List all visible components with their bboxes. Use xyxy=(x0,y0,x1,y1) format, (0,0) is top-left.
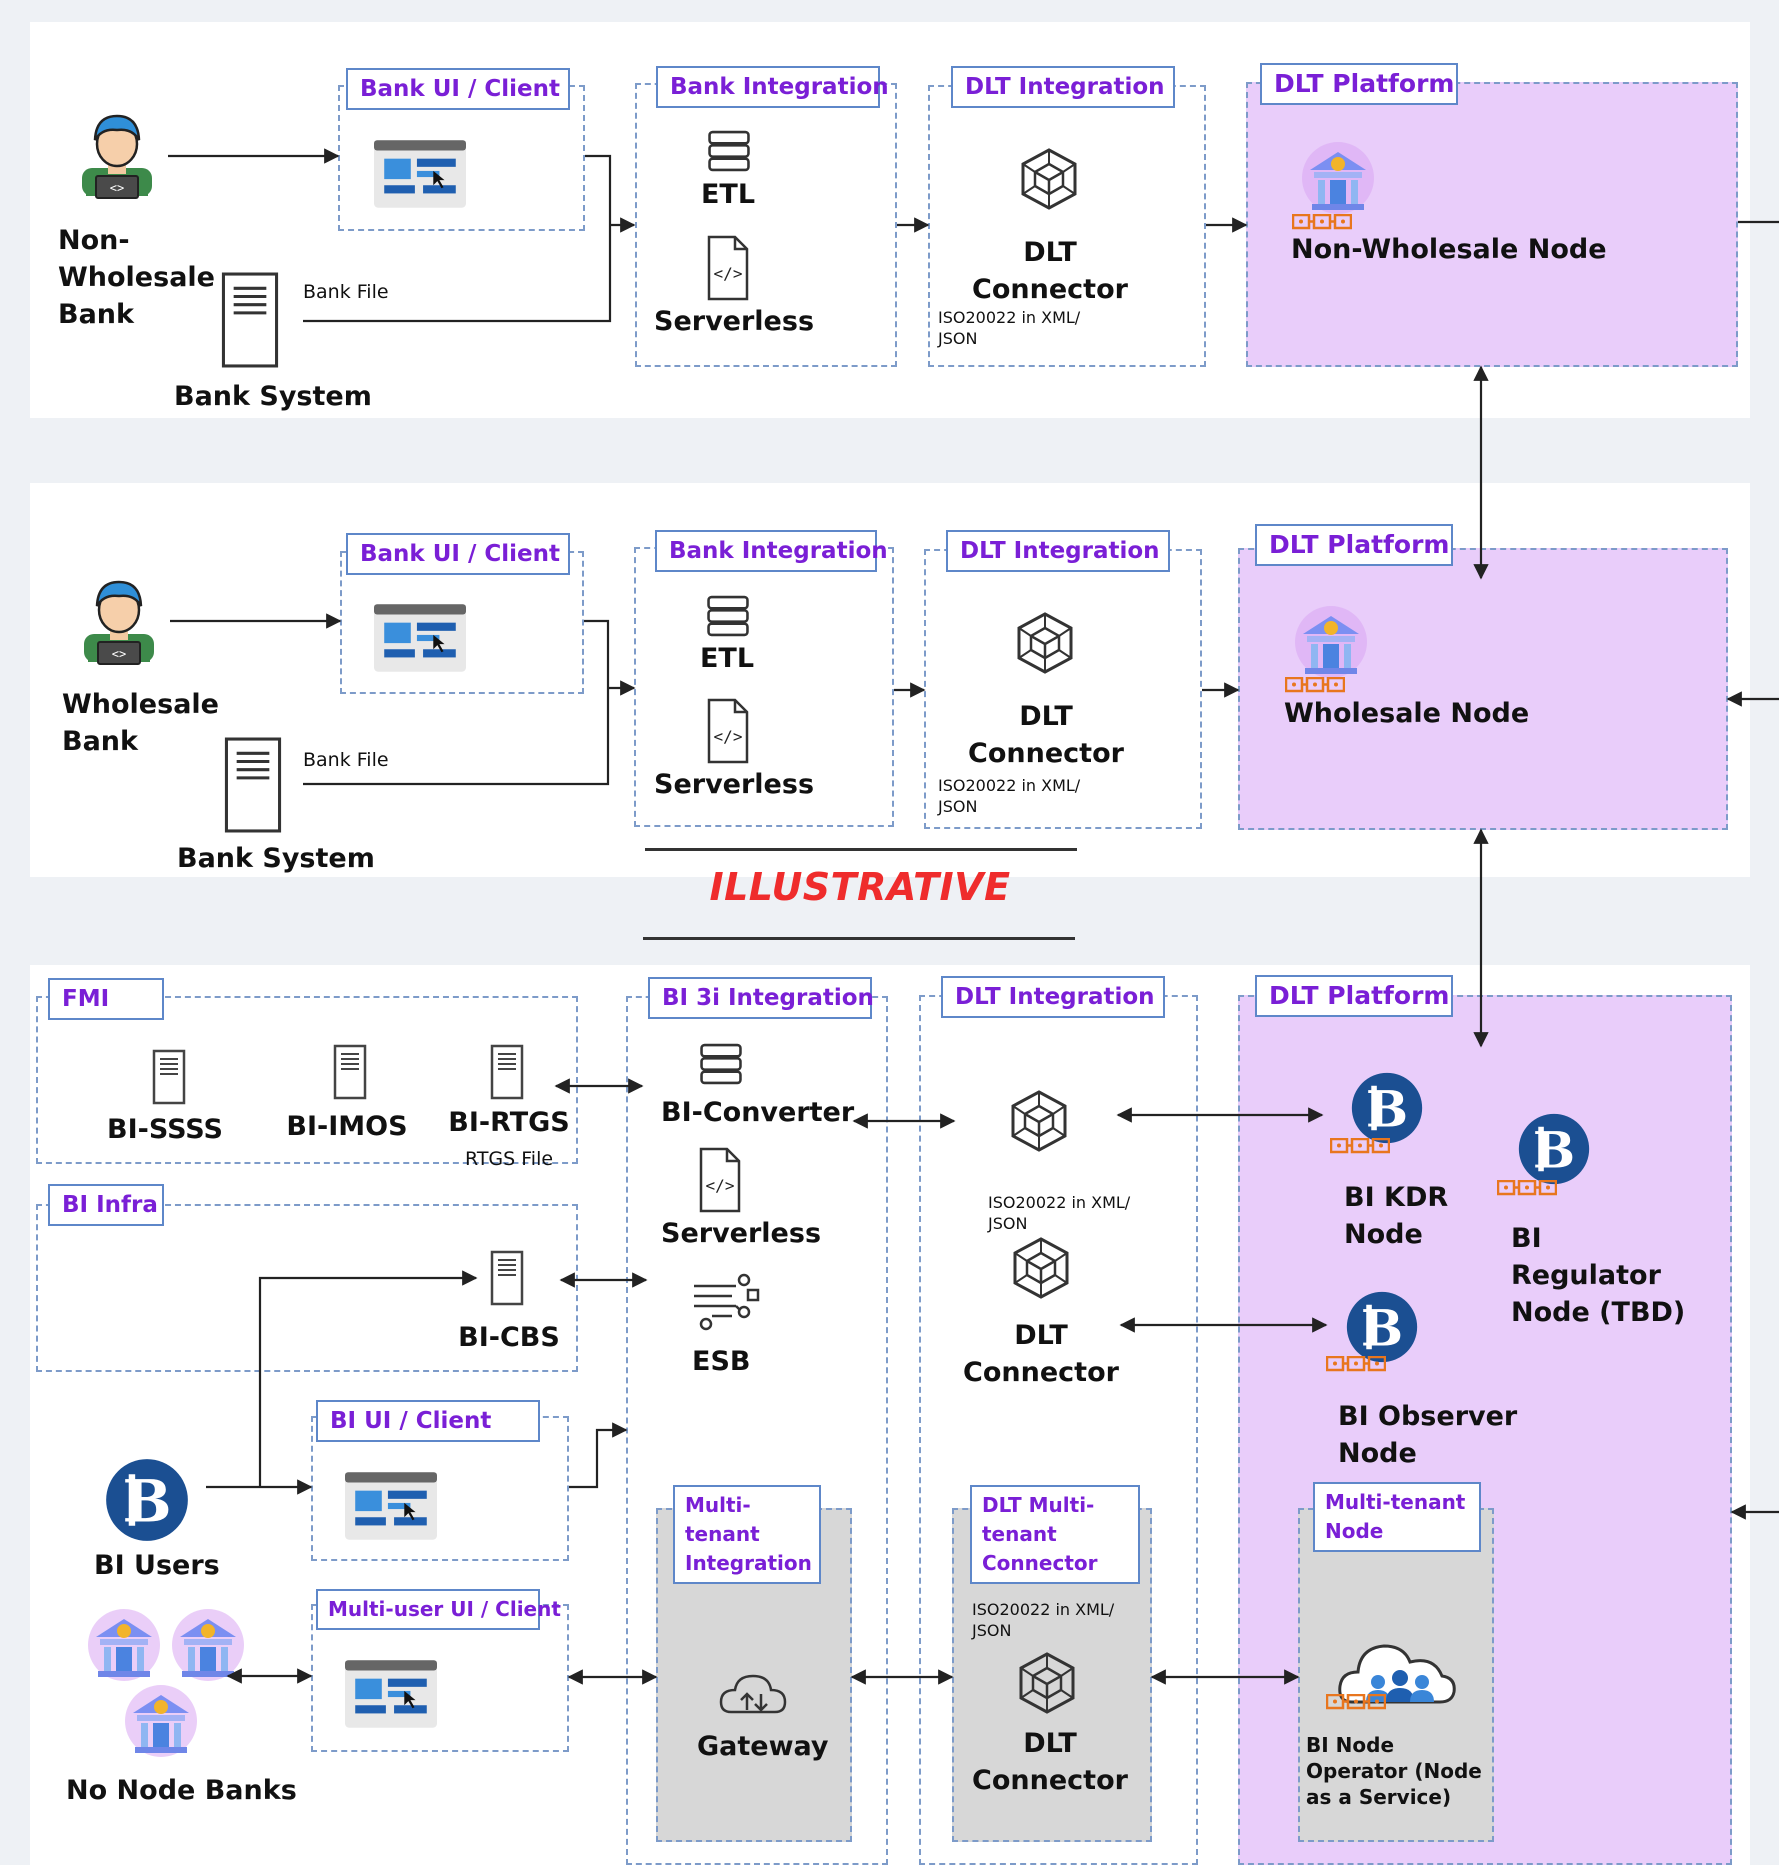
bi-rtgs-label: BI-RTGS xyxy=(448,1107,570,1138)
bi-node-operator-label: BI Node Operator (Node as a Service) xyxy=(1306,1733,1482,1809)
dlt-connector-label: DLT Connector xyxy=(972,1728,1128,1796)
iso-note: ISO20022 in XML/ JSON xyxy=(972,1600,1115,1640)
bi-users-label: BI Users xyxy=(94,1550,220,1581)
iso-note: ISO20022 in XML/ JSON xyxy=(988,1193,1131,1233)
bi-infra-box xyxy=(36,1204,578,1372)
illustrative-rule-bottom xyxy=(643,937,1075,940)
bi-ssss-label: BI-SSSS xyxy=(107,1114,223,1145)
dlt-multi-tenant-connector-title: DLT Multi-tenant Connector xyxy=(970,1485,1140,1584)
gateway-label: Gateway xyxy=(697,1731,829,1762)
dlt-integration-title: DLT Integration xyxy=(946,530,1170,572)
bi-cbs-label: BI-CBS xyxy=(458,1322,560,1353)
illustrative-rule-top xyxy=(645,848,1077,851)
multi-tenant-integration-title: Multi-tenant Integration xyxy=(673,1485,821,1584)
bi-3i-integration-title: BI 3i Integration xyxy=(648,977,874,1019)
bi-observer-node-label: BI Observer Node xyxy=(1338,1401,1518,1469)
bi-infra-title: BI Infra xyxy=(48,1184,164,1226)
serverless-label: Serverless xyxy=(654,769,815,800)
bi-regulator-node-label: BI Regulator Node (TBD) xyxy=(1511,1223,1686,1328)
bank-ui-client-title: Bank UI / Client xyxy=(346,533,570,575)
dlt-connector-label: DLT Connector xyxy=(968,701,1124,769)
dlt-platform-title: DLT Platform xyxy=(1255,975,1453,1017)
bank-integration-title: Bank Integration xyxy=(655,530,888,572)
esb-label: ESB xyxy=(692,1346,751,1377)
bank-integration-title: Bank Integration xyxy=(656,66,889,108)
dlt-integration-title: DLT Integration xyxy=(941,976,1165,1018)
non-wholesale-node-label: Non-Wholesale Node xyxy=(1291,234,1607,265)
bank-file-label: Bank File xyxy=(303,281,389,303)
wholesale-bank-label: Wholesale Bank xyxy=(62,689,219,757)
dlt-platform-title: DLT Platform xyxy=(1255,524,1453,566)
dlt-platform-title: DLT Platform xyxy=(1260,63,1458,105)
serverless-label: Serverless xyxy=(661,1218,822,1249)
rtgs-file-label: RTGS File xyxy=(465,1148,554,1170)
multi-tenant-node-title: Multi-tenant Node xyxy=(1313,1482,1481,1552)
bi-kdr-node-label: BI KDR Node xyxy=(1344,1182,1449,1250)
bi-converter-label: BI-Converter xyxy=(661,1097,855,1128)
bi-imos-label: BI-IMOS xyxy=(286,1111,408,1142)
dlt-connector-label: DLT Connector xyxy=(972,237,1128,305)
bank-ui-client-title: Bank UI / Client xyxy=(346,68,570,110)
bank-system-label: Bank System xyxy=(177,843,375,874)
etl-label: ETL xyxy=(700,179,756,210)
serverless-label: Serverless xyxy=(654,306,815,337)
iso-note: ISO20022 in XML/ JSON xyxy=(938,776,1081,816)
dlt-connector-label: DLT Connector xyxy=(963,1320,1119,1388)
non-wholesale-bank-label: Non-Wholesale Bank xyxy=(58,225,215,330)
dlt-integration-title: DLT Integration xyxy=(951,66,1175,108)
multi-user-ui-client-title: Multi-user UI / Client xyxy=(316,1589,561,1630)
bank-file-label: Bank File xyxy=(303,749,389,771)
bank-system-label: Bank System xyxy=(174,381,372,412)
bi-ui-client-title: BI UI / Client xyxy=(316,1400,540,1442)
etl-label: ETL xyxy=(699,643,755,674)
no-node-banks-label: No Node Banks xyxy=(66,1775,297,1806)
iso-note: ISO20022 in XML/ JSON xyxy=(938,308,1081,348)
illustrative-label: ILLUSTRATIVE xyxy=(709,865,1011,909)
wholesale-node-label: Wholesale Node xyxy=(1284,698,1530,729)
fmi-title: FMI xyxy=(48,978,164,1020)
